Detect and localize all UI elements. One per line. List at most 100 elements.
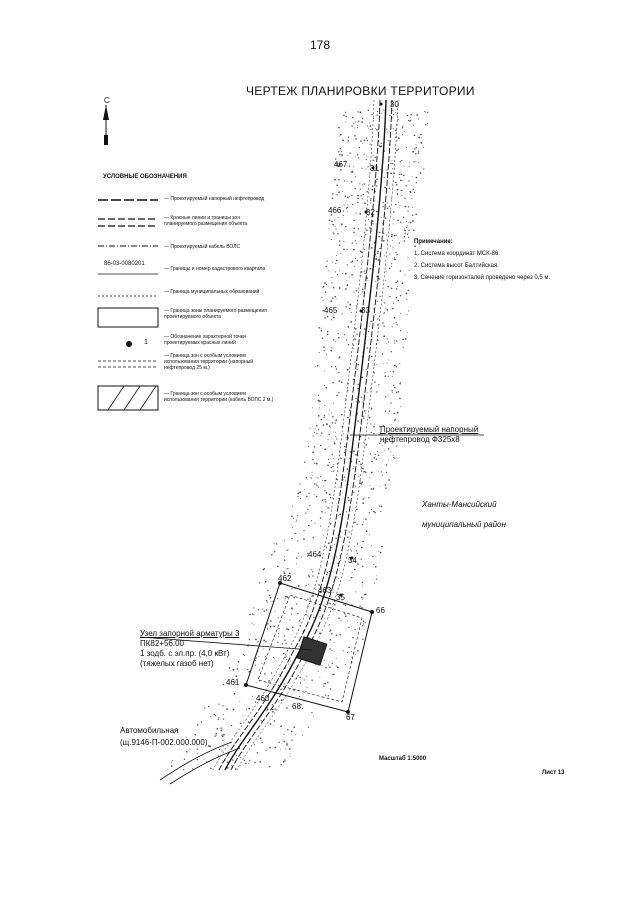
terrain-dot (390, 287, 393, 290)
terrain-dot (390, 198, 393, 200)
north-arrow-icon (103, 105, 109, 145)
terrain-dot (292, 629, 294, 631)
terrain-dot (409, 162, 411, 164)
terrain-dot (287, 628, 290, 631)
terrain-dot (226, 761, 229, 764)
terrain-dot (422, 147, 424, 149)
terrain-dot (243, 742, 245, 744)
terrain-dot (293, 596, 295, 599)
terrain-dot (399, 204, 401, 206)
terrain-dot (389, 295, 391, 298)
terrain-dot (392, 307, 394, 310)
terrain-dot (331, 319, 333, 321)
terrain-dot (382, 363, 384, 365)
terrain-dot (350, 181, 353, 183)
terrain-dot (406, 221, 407, 223)
terrain-dot (334, 271, 336, 273)
terrain-dot (332, 416, 334, 418)
terrain-dot (389, 162, 391, 164)
terrain-dot (345, 201, 347, 203)
terrain-dot (393, 302, 395, 304)
terrain-dot (355, 550, 358, 552)
terrain-dot (253, 607, 255, 609)
terrain-dot (337, 332, 339, 335)
terrain-dot (349, 451, 352, 453)
terrain-dot (409, 191, 412, 194)
terrain-dot (276, 565, 279, 568)
terrain-dot (326, 506, 328, 508)
terrain-dot (384, 255, 386, 257)
terrain-dot (370, 247, 373, 249)
terrain-dot (293, 726, 296, 729)
terrain-dot (370, 471, 373, 474)
terrain-dot (336, 576, 338, 578)
terrain-dot (331, 197, 334, 200)
terrain-dot (321, 296, 323, 298)
terrain-dot (349, 152, 351, 154)
terrain-dot (319, 616, 321, 617)
terrain-dot (336, 504, 338, 506)
terrain-dot (344, 451, 345, 453)
terrain-dot (351, 260, 354, 262)
terrain-dot (343, 204, 345, 206)
terrain-dot (340, 536, 342, 538)
terrain-dot (287, 549, 289, 550)
terrain-dot (319, 517, 322, 519)
terrain-dot (268, 594, 271, 596)
terrain-dot (359, 111, 362, 114)
terrain-dot (307, 508, 309, 510)
terrain-dot (373, 510, 375, 513)
terrain-dot (289, 755, 291, 757)
terrain-dot (406, 225, 408, 227)
terrain-dot (365, 518, 367, 520)
terrain-dot (357, 228, 360, 230)
terrain-dot (270, 672, 272, 674)
terrain-dot (252, 695, 254, 697)
terrain-dot (336, 184, 339, 187)
terrain-dot (324, 682, 326, 685)
terrain-dot (374, 127, 376, 129)
terrain-dot (196, 748, 198, 750)
terrain-dot (395, 183, 398, 186)
terrain-dot (323, 404, 325, 406)
terrain-dot (281, 643, 284, 645)
terrain-dot (324, 512, 326, 514)
terrain-dot (326, 571, 329, 574)
terrain-dot (328, 461, 330, 464)
terrain-dot (349, 166, 351, 168)
terrain-dot (341, 599, 343, 601)
terrain-dot (301, 556, 303, 558)
terrain-dot (367, 330, 370, 333)
terrain-dot (394, 418, 396, 420)
terrain-stipple (167, 109, 429, 771)
terrain-dot (292, 517, 294, 519)
terrain-dot (363, 521, 365, 523)
terrain-dot (382, 232, 385, 234)
terrain-dot (297, 492, 300, 495)
terrain-dot (365, 369, 367, 371)
terrain-dot (378, 383, 380, 386)
terrain-dot (375, 181, 377, 183)
terrain-dot (358, 460, 361, 463)
terrain-dot (358, 146, 361, 149)
terrain-dot (329, 648, 331, 650)
terrain-dot (380, 142, 382, 144)
legend-item: — Граница муниципальных образований (164, 289, 260, 295)
terrain-dot (359, 182, 361, 184)
terrain-dot (263, 567, 266, 570)
terrain-dot (343, 445, 346, 448)
terrain-dot (339, 633, 341, 636)
note-line: 1. Система координат МСК-86. (414, 251, 501, 257)
terrain-dot (336, 162, 339, 165)
terrain-dot (274, 658, 276, 660)
terrain-dot (344, 195, 347, 197)
terrain-dot (411, 197, 413, 199)
terrain-dot (372, 555, 374, 558)
terrain-dot (334, 366, 337, 368)
terrain-dot (222, 734, 224, 736)
terrain-dot (298, 645, 300, 647)
terrain-dot (243, 759, 246, 762)
terrain-dot (402, 338, 404, 341)
terrain-dot (331, 649, 333, 651)
terrain-dot (239, 701, 241, 702)
